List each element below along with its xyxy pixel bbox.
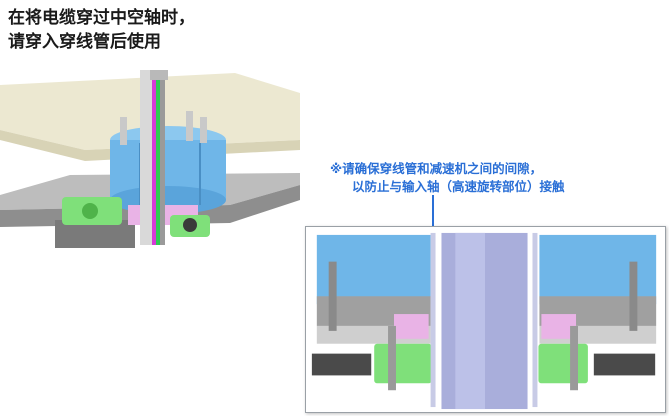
green-gear-right (538, 343, 588, 384)
pink-clamp-left (393, 314, 429, 339)
heading-line-1: 在将电缆穿过中空轴时， (8, 8, 195, 28)
conduit-stripe-green (156, 77, 160, 245)
instruction-heading: 在将电缆穿过中空轴时， 请穿入穿线管后使用 (8, 6, 195, 54)
bolt-right-outer (629, 261, 638, 331)
reducer-3d-illustration (0, 70, 300, 248)
top-bolt (200, 117, 207, 143)
top-bolt (186, 111, 193, 141)
shaft-wall-left (430, 232, 436, 408)
top-bolt (120, 117, 127, 145)
caution-note: ※请确保穿线管和减速机之间的间隙， 以防止与输入轴（高速旋转部位）接触 (330, 160, 660, 196)
heading-line-2: 请穿入穿线管后使用 (8, 32, 161, 52)
conduit-tube (140, 70, 152, 245)
conduit-cap (150, 70, 168, 80)
green-gear-left (374, 343, 432, 384)
cross-section-detail (305, 226, 666, 413)
note-line-1: ※请确保穿线管和减速机之间的间隙， (330, 161, 543, 176)
conduit-stripe-magenta (152, 77, 156, 245)
lower-base-left (311, 353, 372, 376)
housing-right (539, 234, 657, 305)
lower-base-right (593, 353, 656, 376)
note-line-2: 以防止与输入轴（高速旋转部位）接触 (352, 179, 565, 194)
conduit-stripe-gray (160, 77, 165, 245)
shaft-wall-right (532, 232, 538, 408)
bolt-left-outer (328, 261, 337, 331)
